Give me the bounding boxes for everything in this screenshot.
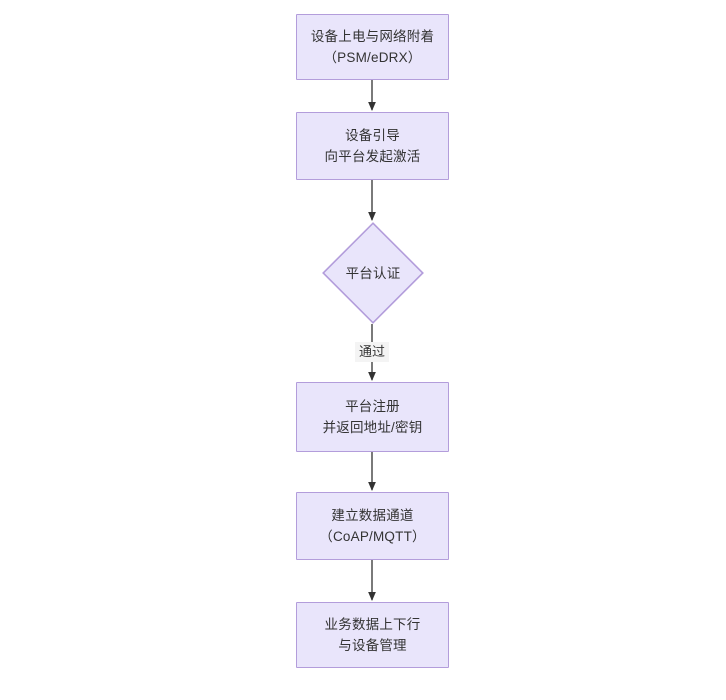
node-label: 设备引导 向平台发起激活	[324, 128, 421, 164]
node-platform-auth-decision[interactable]: 平台认证	[322, 222, 424, 324]
node-label: 业务数据上下行 与设备管理	[324, 617, 421, 653]
diamond-icon	[322, 222, 424, 324]
node-business-data-and-device-management[interactable]: 业务数据上下行 与设备管理	[296, 602, 449, 668]
node-label: 平台注册 并返回地址/密钥	[322, 399, 423, 435]
edge-label-pass: 通过	[354, 342, 390, 362]
node-label: 设备上电与网络附着 （PSM/eDRX）	[310, 29, 435, 65]
node-platform-register[interactable]: 平台注册 并返回地址/密钥	[296, 382, 449, 452]
node-label: 建立数据通道 （CoAP/MQTT）	[319, 508, 426, 544]
node-device-bootstrap[interactable]: 设备引导 向平台发起激活	[296, 112, 449, 180]
node-label: 平台认证	[345, 265, 401, 281]
node-establish-data-channel[interactable]: 建立数据通道 （CoAP/MQTT）	[296, 492, 449, 560]
node-device-power-on[interactable]: 设备上电与网络附着 （PSM/eDRX）	[296, 14, 449, 80]
